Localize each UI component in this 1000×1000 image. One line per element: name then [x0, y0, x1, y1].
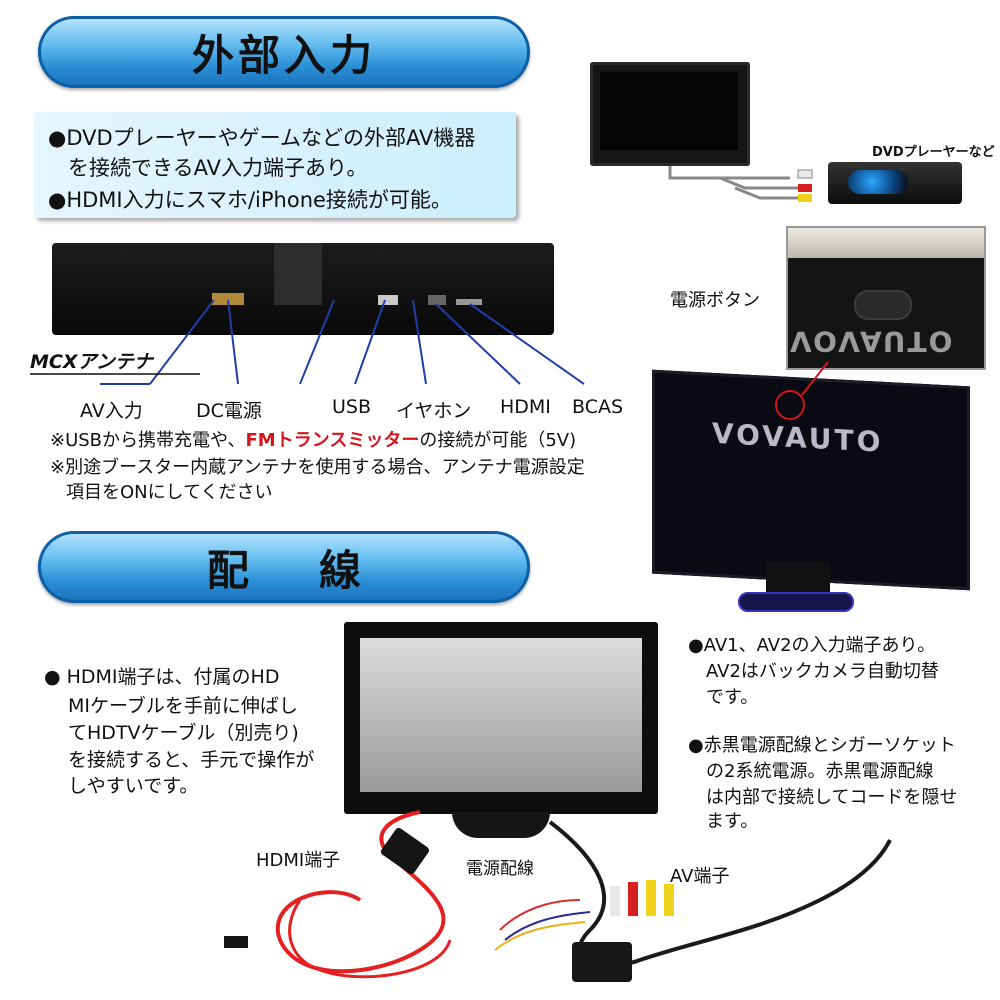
info-bullet-1-cont: を接続できるAV入力端子あり。	[68, 156, 368, 180]
port-label-earphone: イヤホン	[396, 400, 472, 422]
av-text-line2: AV2はバックカメラ自動切替	[706, 661, 939, 682]
monitor-bottom-ports-photo	[52, 243, 554, 335]
monitor-front-photo	[590, 62, 750, 166]
hdmi-text-line3: てHDTVケーブル（別売り)	[68, 722, 299, 744]
section1-title: 外部入力	[191, 30, 376, 80]
info-bullet-1: ●DVDプレーヤーやゲームなどの外部AV機器	[48, 126, 476, 150]
section2-title: 配線	[206, 545, 431, 595]
monitor-screen	[360, 638, 642, 792]
power-button-closeup-photo: VOVAUTO	[786, 226, 986, 370]
hdmi-text-line1: ● HDMI端子は、付属のHD	[44, 666, 280, 688]
av-text-line1: ●AV1、AV2の入力端子あり。	[688, 635, 936, 656]
power-text-line2: の2系統電源。赤黒電源配線	[706, 761, 934, 782]
port-label-usb: USB	[332, 396, 372, 418]
port-label-dc: DC電源	[196, 400, 262, 422]
hdmi-text-line2: MIケーブルを手前に伸ばし	[68, 695, 298, 717]
monitor-wiring-stand	[452, 812, 550, 838]
cable-label-power: 電源配線	[466, 859, 534, 879]
antenna-label: MCXアンテナ	[30, 351, 153, 373]
port-label-bcas: BCAS	[572, 396, 624, 418]
note-usb-highlight: FMトランスミッター	[245, 430, 420, 451]
note-usb: ※USBから携帯充電や、FMトランスミッターの接続が可能（5V)	[50, 428, 576, 453]
section2-header: 配線	[38, 531, 530, 603]
monitor-base	[738, 592, 854, 612]
hdmi-text-line5: しやすいです。	[68, 775, 199, 797]
port-label-hdmi: HDMI	[500, 396, 551, 418]
section1-header: 外部入力	[38, 16, 530, 88]
dvd-player-photo	[828, 162, 962, 204]
hdmi-text-line4: を接続すると、手元で操作が	[68, 749, 315, 771]
cable-label-av: AV端子	[670, 866, 730, 887]
note-antenna-line2: 項目をONにしてください	[66, 482, 273, 503]
port-label-av: AV入力	[80, 400, 143, 422]
power-text-line3: は内部で接続してコードを隠せ	[706, 787, 958, 808]
info-bullet-2: ●HDMI入力にスマホ/iPhone接続が可能。	[48, 188, 452, 212]
power-text-line1: ●赤黒電源配線とシガーソケット	[688, 735, 956, 756]
av-text-line3: です。	[706, 687, 759, 708]
power-button-label: 電源ボタン	[670, 290, 760, 311]
note-usb-suffix: の接続が可能（5V)	[419, 430, 577, 451]
power-text-line4: ます。	[706, 811, 759, 832]
note-usb-prefix: ※USBから携帯充電や、	[50, 430, 246, 451]
dvd-player-label: DVDプレーヤーなど	[872, 145, 995, 160]
input-info-box	[34, 112, 516, 218]
note-antenna-line1: ※別途ブースター内蔵アンテナを使用する場合、アンテナ電源設定	[50, 457, 585, 478]
cable-label-hdmi: HDMI端子	[256, 850, 341, 871]
monitor-wiring-photo	[344, 622, 658, 814]
